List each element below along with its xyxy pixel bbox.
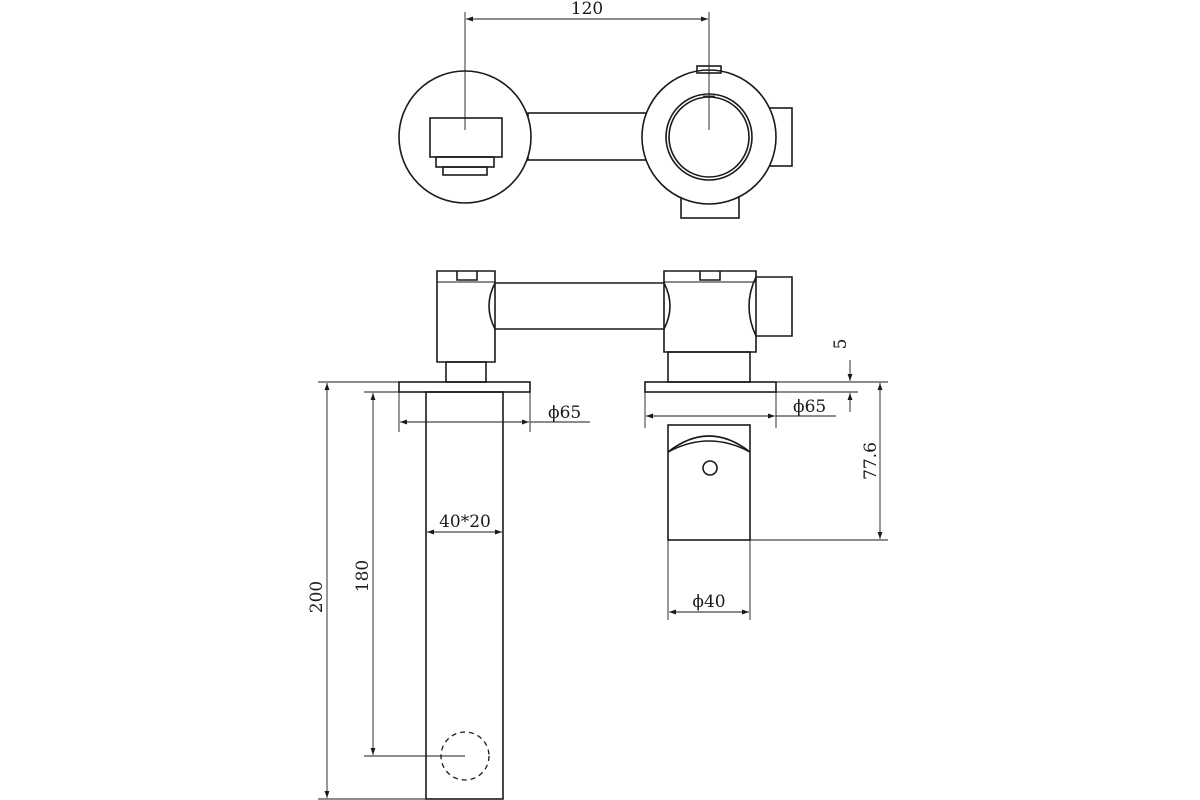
handle-top-curve-inner [667, 440, 751, 453]
dimension-handle-plate: ϕ65 [644, 392, 836, 428]
spout-plate-diameter-label: ϕ65 [548, 403, 581, 423]
spout-body [425, 391, 504, 800]
dimension-handle-projection: 77.6 [750, 383, 888, 541]
front-view [398, 270, 793, 800]
front-lever-block [748, 276, 793, 337]
front-handle-hub-notch [699, 271, 721, 281]
front-handle-hub [663, 270, 757, 353]
dimension-inlet-spacing: 120 [464, 0, 710, 130]
handle-projection-label: 77.6 [861, 442, 881, 480]
top-connecting-pipe [527, 112, 655, 161]
dimension-plate-thickness: 5 [776, 339, 888, 412]
spout-section-label: 40*20 [439, 512, 491, 532]
handle-body [667, 424, 751, 541]
top-view: 120 [398, 0, 793, 219]
front-connecting-pipe [488, 282, 671, 330]
handle-screw-hole [702, 460, 718, 476]
front-spout-hub [436, 270, 496, 363]
front-spout-neck [445, 361, 487, 383]
spout-outlet-projection-label: 180 [353, 560, 373, 592]
handle-top-curve [667, 435, 751, 453]
dimension-spout-plate: ϕ65 [398, 392, 590, 432]
front-handle-neck [667, 351, 751, 383]
inlet-spacing-label: 120 [571, 0, 603, 19]
dimension-spout-section: 40*20 [427, 512, 502, 535]
front-spout-hub-notch [456, 271, 478, 281]
plate-thickness-label: 5 [831, 339, 851, 350]
top-spout-tip [442, 166, 488, 176]
front-handle-flange [644, 381, 777, 393]
dimension-handle-diameter: ϕ40 [667, 540, 751, 620]
spout-total-projection-label: 200 [307, 581, 327, 613]
handle-plate-diameter-label: ϕ65 [793, 397, 826, 417]
front-spout-flange [398, 381, 531, 393]
dimension-spout-total: 200 [307, 381, 426, 800]
dimension-spout-outlet: 180 [353, 391, 465, 757]
handle-diameter-label: ϕ40 [692, 592, 725, 612]
